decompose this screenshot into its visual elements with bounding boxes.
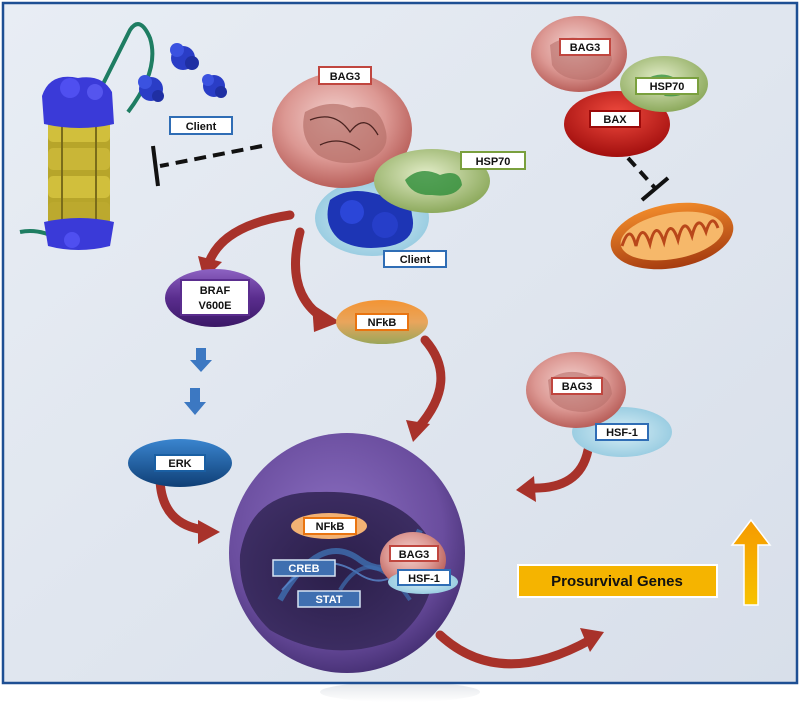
hsf1-nucleus-label: HSF-1: [408, 573, 440, 585]
braf-label-line2: V600E: [198, 300, 231, 312]
creb-label: CREB: [288, 563, 319, 575]
blue-arrows: [184, 348, 212, 415]
hsf1-right-box: [595, 423, 649, 441]
upregulation-arrow: [730, 518, 772, 606]
red-arrowheads: [198, 256, 604, 652]
arrow-hsf1-to-nucleus: [525, 445, 593, 493]
nfkb-cytoplasm-box: [355, 313, 409, 331]
red-arrows: [155, 210, 595, 669]
frame-shadow: [320, 682, 480, 702]
creb-box: [272, 559, 336, 577]
hsp70-topright-label: HSP70: [650, 81, 685, 93]
stat-box: [297, 590, 361, 608]
client-top-box: [169, 116, 233, 135]
nfkb-nucleus-label: NFkB: [316, 521, 345, 533]
erk-label: ERK: [168, 458, 191, 470]
inhibition-proteasome: [151, 144, 263, 187]
client-protein-blobs: [138, 43, 227, 102]
proteasome-illustration: [19, 22, 155, 250]
bax-box: [589, 110, 641, 128]
bag3-nucleus-box: [389, 545, 439, 562]
nfkb-nucleus-box: [303, 517, 357, 535]
arrow-erk-to-nucleus: [155, 475, 210, 535]
inhibition-mitochondrion: [626, 156, 670, 202]
hsf1-nucleus-box: [397, 569, 451, 586]
arrow-nfkb-to-nucleus: [413, 335, 446, 433]
bag3-right-box: [551, 377, 603, 395]
braf-label-line1: BRAF: [200, 285, 231, 297]
hsf1-right-label: HSF-1: [606, 427, 638, 439]
bax-label: BAX: [603, 114, 627, 126]
client-top-label: Client: [186, 121, 217, 133]
bag3-right-label: BAG3: [562, 381, 593, 393]
arrow-to-braf: [205, 210, 295, 265]
hsp70-center-box: [460, 151, 526, 170]
hsp70-center-label: HSP70: [476, 156, 511, 168]
client-center-label: Client: [400, 254, 431, 266]
nfkb-cytoplasm-label: NFkB: [368, 317, 397, 329]
stat-label: STAT: [315, 594, 342, 606]
bag3-topright-box: [559, 38, 611, 56]
prosurvival-box: [517, 564, 718, 598]
arrow-nucleus-to-genes: [435, 630, 595, 669]
mitochondrion-illustration: [610, 202, 734, 270]
bag3-center-label: BAG3: [330, 71, 361, 83]
prosurvival-label: Prosurvival Genes: [551, 573, 683, 590]
braf-box: [180, 279, 250, 316]
hsp70-topright-box: [635, 77, 699, 95]
bag3-nucleus-label: BAG3: [399, 549, 430, 561]
bag3-topright-label: BAG3: [570, 42, 601, 54]
erk-box: [154, 454, 206, 472]
client-center-box: [383, 250, 447, 268]
bag3-center-box: [318, 66, 372, 85]
